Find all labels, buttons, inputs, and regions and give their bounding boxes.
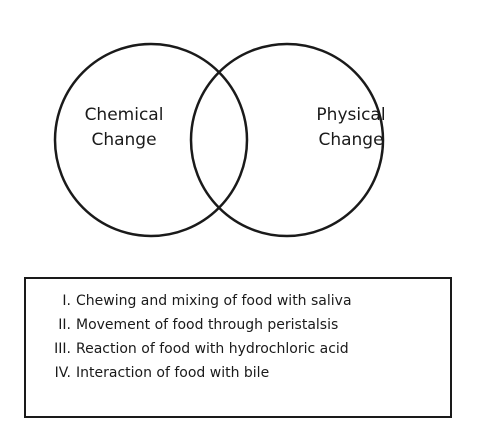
list-item: II. Movement of food through peristalsis	[26, 313, 450, 337]
list-item-text: Chewing and mixing of food with saliva	[76, 293, 352, 309]
list-item: III. Reaction of food with hydrochloric …	[26, 337, 450, 361]
venn-diagram: Chemical Change Physical Change	[53, 42, 386, 238]
list-item-text: Interaction of food with bile	[76, 365, 270, 381]
physical-change-label-line1: Physical	[316, 105, 385, 125]
list-item-numeral: I.	[62, 293, 71, 309]
list-item-numeral: III.	[54, 341, 71, 357]
list-item-numeral: IV.	[54, 365, 71, 381]
chemical-change-label-line2: Change	[91, 130, 156, 150]
list-item: IV. Interaction of food with bile	[26, 361, 450, 385]
list-item-text: Movement of food through peristalsis	[76, 317, 339, 333]
list-item-text: Reaction of food with hydrochloric acid	[76, 341, 349, 357]
chemical-change-circle	[53, 42, 249, 238]
list-item: I. Chewing and mixing of food with saliv…	[26, 289, 450, 313]
physical-change-circle	[189, 42, 385, 238]
chemical-change-label-line1: Chemical	[85, 105, 164, 125]
process-list-box: I. Chewing and mixing of food with saliv…	[24, 277, 452, 418]
list-item-numeral: II.	[58, 317, 71, 333]
physical-change-label-line2: Change	[318, 130, 383, 150]
